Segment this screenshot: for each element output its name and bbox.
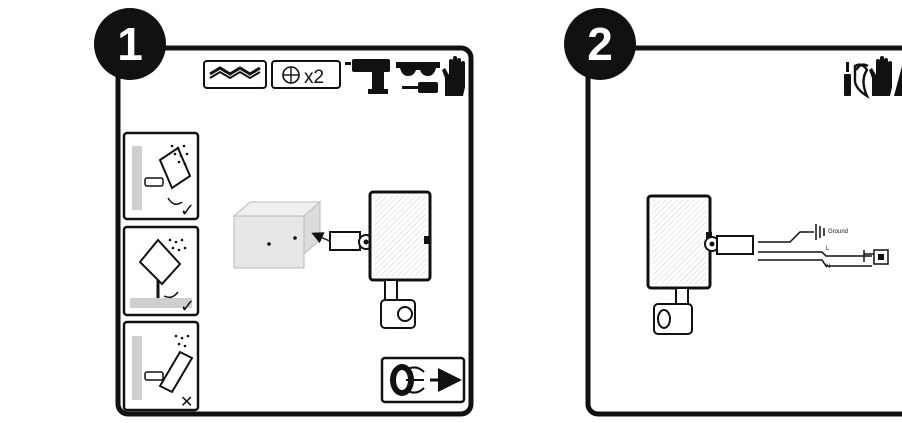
power-drill-icon	[345, 59, 390, 94]
neutral-label: N	[826, 264, 830, 270]
line-wire	[758, 251, 872, 257]
orientation-post-correct: ✓	[122, 225, 200, 317]
screw-quantity-label: x2	[304, 67, 324, 88]
drill-bit-icon	[203, 60, 267, 89]
rain-icon	[168, 238, 187, 252]
check-mark-icon: ✓	[180, 296, 195, 317]
floodlight-illustration	[329, 190, 432, 329]
screw-anchor-box: x2	[271, 60, 341, 89]
step-2-badge: 2	[564, 8, 636, 80]
floodlight-illustration	[646, 194, 754, 335]
line-label: L	[826, 246, 830, 252]
step-2-tools	[844, 56, 902, 99]
cable-entry-icon	[380, 356, 466, 404]
screwdriver-icon	[844, 62, 851, 96]
mounting-orientation-column: ✓ ✓	[122, 131, 200, 412]
sensor-unit-icon	[144, 146, 192, 190]
step-1-tools: x2	[203, 56, 465, 96]
screw-anchor-icon	[282, 66, 300, 84]
sensor-unit-icon	[138, 238, 182, 286]
gloves-icon	[442, 56, 465, 96]
step-2-panel: 2	[564, 8, 902, 417]
wire-stripper-icon	[853, 63, 870, 99]
drill-hole	[293, 236, 297, 240]
gloves-icon	[869, 56, 892, 96]
rain-icon	[174, 334, 190, 348]
check-mark-icon: ✓	[180, 200, 195, 221]
sensor-unit-icon	[144, 350, 194, 394]
step-1-badge: 1	[94, 8, 166, 80]
warning-icon	[894, 66, 902, 96]
step-1-number: 1	[117, 18, 143, 70]
neutral-wire	[758, 259, 872, 267]
cross-mark-icon: ✕	[180, 392, 193, 411]
ground-wire	[758, 231, 814, 243]
wall-block-illustration	[232, 200, 346, 269]
orientation-wall-incorrect: ✕	[122, 320, 200, 412]
step-1-panel: 1 x2	[94, 8, 474, 417]
orientation-wall-correct: ✓	[122, 131, 200, 221]
safety-glasses-screwdriver-icon	[396, 62, 440, 93]
step-2-frame	[585, 45, 902, 417]
drill-hole	[267, 242, 271, 246]
switch-icon	[863, 249, 889, 265]
wiring-diagram: Ground L N	[758, 224, 889, 270]
step-2-number: 2	[587, 18, 613, 70]
rain-icon	[170, 144, 189, 166]
ground-label: Ground	[828, 229, 848, 235]
